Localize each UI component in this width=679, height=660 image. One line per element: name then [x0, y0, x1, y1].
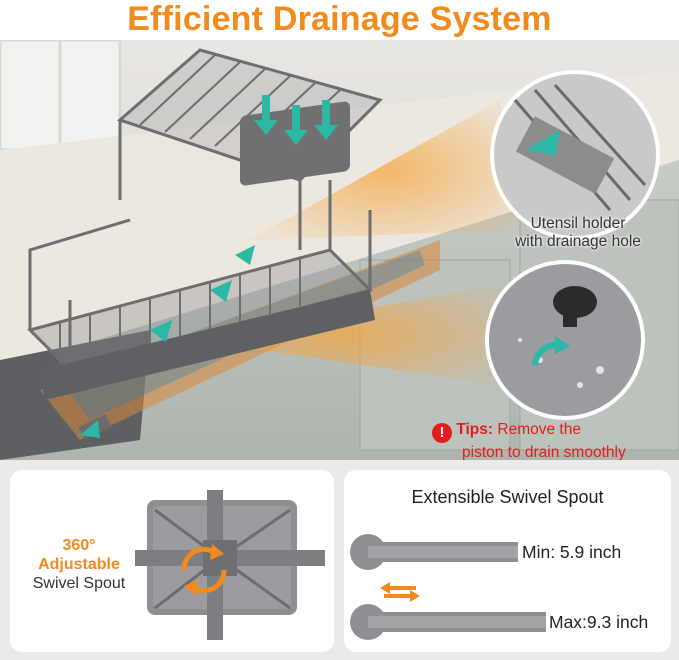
- tips-text-line1: Remove the: [497, 421, 581, 438]
- extensible-title: Extensible Swivel Spout: [411, 487, 604, 507]
- max-length-label: Max:9.3 inch: [549, 612, 649, 632]
- page-title: Efficient Drainage System: [127, 0, 552, 38]
- swivel-label: 360° Adjustable Swivel Spout: [14, 536, 144, 593]
- tips-note: ! Tips: Remove the piston to drain smoot…: [432, 420, 679, 460]
- utensil-holder-zoom: [490, 70, 660, 240]
- spout-length-diagram: [350, 534, 528, 640]
- product-hero-image: Utensil holder with drainage hole ! Tips…: [0, 40, 679, 460]
- swivel-adjustable: Adjustable: [38, 556, 120, 573]
- spout-extension-diagram: [528, 612, 546, 632]
- tips-label: Tips:: [456, 421, 494, 438]
- swivel-degree: 360°: [62, 537, 96, 554]
- rotate-arrows-icon: [174, 540, 234, 600]
- feature-panels: 360° Adjustable Swivel Spout Extensible …: [0, 460, 679, 660]
- swap-arrows-icon: [380, 582, 420, 602]
- swivel-spout-diagram: [135, 490, 325, 640]
- piston-zoom: [485, 260, 645, 420]
- dish-rack-illustration: [0, 40, 679, 460]
- utensil-holder-label: Utensil holder with drainage hole: [478, 215, 678, 251]
- utensil-holder-label-line1: Utensil holder: [530, 215, 626, 232]
- utensil-holder-label-line2: with drainage hole: [515, 233, 641, 250]
- swivel-spout-text: Swivel Spout: [32, 575, 126, 592]
- flow-arrows: [80, 95, 338, 438]
- swivel-panel: 360° Adjustable Swivel Spout: [10, 470, 334, 652]
- warning-icon: !: [432, 423, 452, 443]
- min-length-label: Min: 5.9 inch: [522, 542, 622, 562]
- tips-text-line2: piston to drain smoothly: [462, 444, 626, 460]
- extensible-panel: Extensible Swivel Spout Min: 5.9 inch Ma…: [344, 470, 671, 652]
